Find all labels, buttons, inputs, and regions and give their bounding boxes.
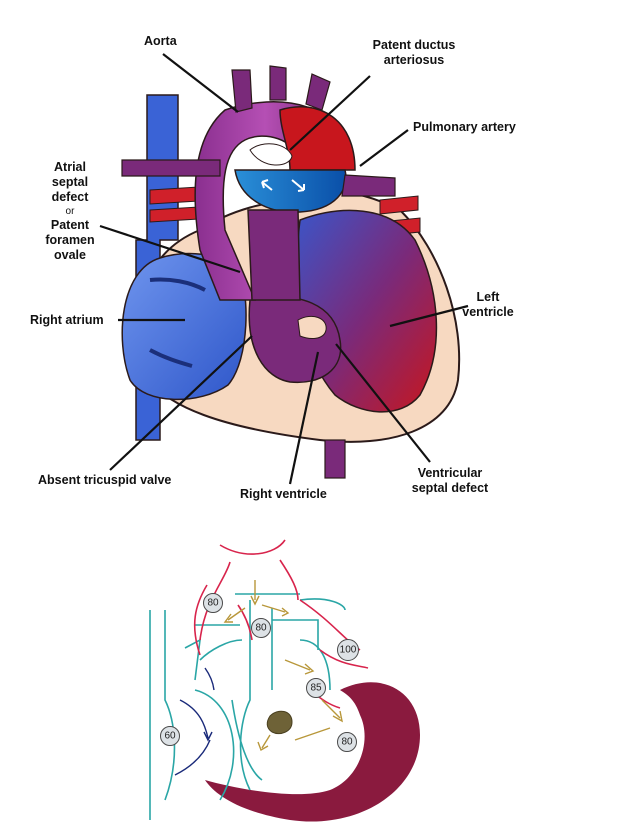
label-pulmonary-artery: Pulmonary artery <box>413 120 516 134</box>
label-asd-line6: ovale <box>54 248 86 262</box>
label-right-atrium: Right atrium <box>30 313 104 327</box>
label-patent-ductus-arteriosus: Patent ductus arteriosus <box>366 38 462 68</box>
label-asd-line1: Atrial <box>54 160 86 174</box>
label-ventricular-septal-defect: Ventricular septal defect <box>400 466 500 496</box>
label-pda-line2: arteriosus <box>383 53 445 67</box>
label-right-ventricle: Right ventricle <box>240 487 327 501</box>
label-left-ventricle: Left ventricle <box>458 290 518 320</box>
label-vsd-line1: Ventricular <box>417 466 483 480</box>
label-lv-line1: Left <box>476 290 500 304</box>
label-asd-line2: septal <box>51 175 89 189</box>
label-asd-or: or <box>65 206 75 217</box>
label-asd-line3: defect <box>51 190 89 204</box>
leader-lines <box>99 53 469 485</box>
label-vsd-line2: septal defect <box>411 481 489 495</box>
label-atrial-septal-defect: Atrial septal defect or Patent foramen o… <box>42 160 98 263</box>
label-absent-tricuspid-valve: Absent tricuspid valve <box>38 473 172 487</box>
label-asd-line5: foramen <box>45 233 95 247</box>
label-aorta: Aorta <box>144 34 177 48</box>
pulmonary-artery-vessel <box>279 106 356 171</box>
label-lv-line2: ventricle <box>462 305 514 319</box>
label-pda-line1: Patent ductus <box>372 38 456 52</box>
label-asd-line4: Patent <box>50 218 90 232</box>
